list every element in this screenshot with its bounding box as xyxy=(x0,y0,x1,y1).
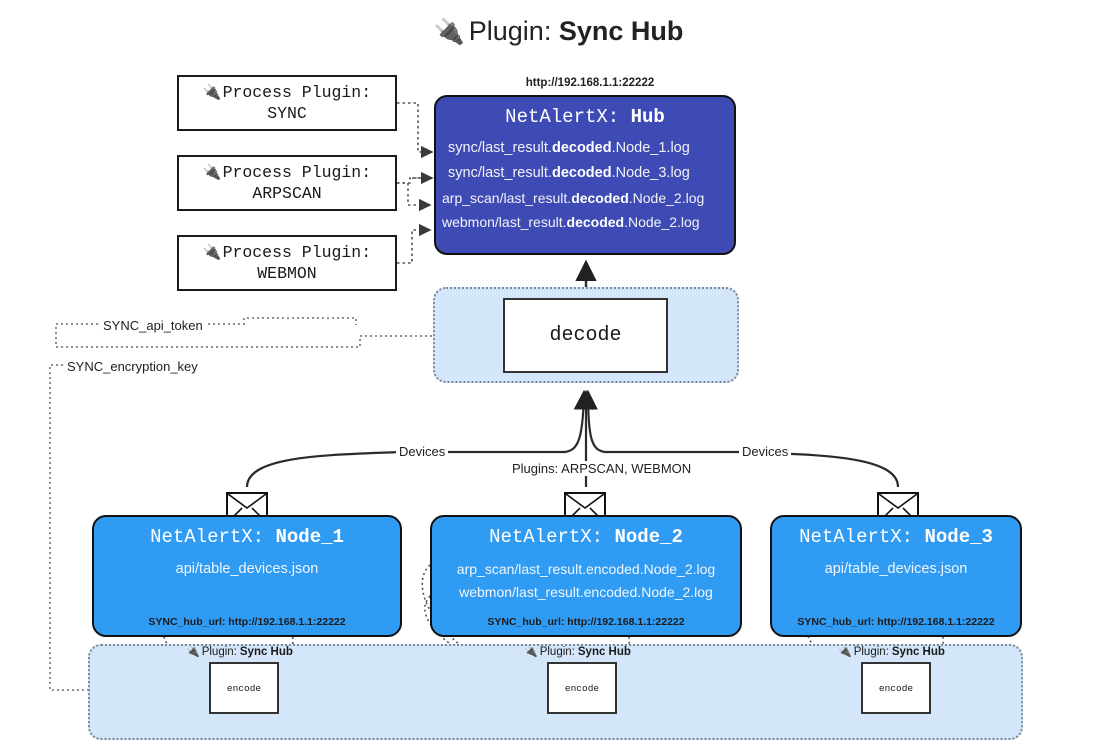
node-title: NetAlertX: Node_2 xyxy=(432,526,740,548)
plug-icon: 🔌 xyxy=(186,645,200,658)
sync-api-token-label: SYNC_api_token xyxy=(100,318,206,333)
plug-icon: 🔌 xyxy=(202,162,222,181)
node-data-line: api/table_devices.json xyxy=(824,561,968,577)
plug-icon: 🔌 xyxy=(524,645,538,658)
process-plugin-name: ARPSCAN xyxy=(252,184,322,203)
encode-box[interactable]: encode xyxy=(209,662,279,714)
node-title: NetAlertX: Node_1 xyxy=(94,526,400,548)
node-title-prefix: NetAlertX: xyxy=(489,526,604,548)
hub-log-row: sync/last_result.decoded.Node_3.log xyxy=(436,161,734,186)
hub-log-pre: arp_scan/last_result. xyxy=(442,189,572,206)
title-name: Sync Hub xyxy=(558,16,684,46)
sync-hub-plugin-label: 🔌Plugin:Sync Hub xyxy=(186,645,293,658)
hub-title-prefix: NetAlertX: xyxy=(505,106,620,128)
process-plugin-label: Process Plugin: xyxy=(222,242,372,262)
hub-title: NetAlertX: Hub xyxy=(436,106,734,128)
node-title: NetAlertX: Node_3 xyxy=(772,526,1020,548)
hub-log-pre: webmon/last_result. xyxy=(442,213,567,230)
edge-label-plugins: Plugins: ARPSCAN, WEBMON xyxy=(509,461,695,476)
node-title-prefix: NetAlertX: xyxy=(799,526,914,548)
hub-log-row: sync/last_result.decoded.Node_1.log xyxy=(436,136,734,161)
hub-log-strong: decoded xyxy=(571,189,629,206)
node-lines: api/table_devices.json xyxy=(772,558,1020,582)
hub-log-post: .Node_1.log xyxy=(611,140,690,156)
plugin-prefix: Plugin: xyxy=(853,645,889,658)
node-box-node-2[interactable]: NetAlertX: Node_2 arp_scan/last_result.e… xyxy=(430,515,742,637)
process-plugin-box-arpscan[interactable]: 🔌Process Plugin: ARPSCAN xyxy=(177,155,397,211)
hub-log-row: webmon/last_result.decoded.Node_2.log xyxy=(436,210,734,234)
decode-box[interactable]: decode xyxy=(503,298,668,373)
process-plugin-label: Process Plugin: xyxy=(222,82,372,102)
plugin-prefix: Plugin: xyxy=(539,645,575,658)
edge-label-devices-right: Devices xyxy=(739,444,792,459)
node-data-line: api/table_devices.json xyxy=(175,561,319,577)
hub-log-post: .Node_2.log xyxy=(624,213,700,230)
node-title-name: Node_2 xyxy=(614,526,683,548)
hub-log-row: arp_scan/last_result.decoded.Node_2.log xyxy=(436,186,734,210)
process-plugin-label: Process Plugin: xyxy=(222,162,372,182)
plugin-name: Sync Hub xyxy=(891,645,945,658)
plug-icon: 🔌 xyxy=(202,82,222,101)
encode-box[interactable]: encode xyxy=(861,662,931,714)
encode-box[interactable]: encode xyxy=(547,662,617,714)
node-data-line: arp_scan/last_result.encoded.Node_2.log xyxy=(456,561,716,577)
node-hub-url: SYNC_hub_url: http://192.168.1.1:22222 xyxy=(148,616,346,628)
process-plugin-box-webmon[interactable]: 🔌Process Plugin: WEBMON xyxy=(177,235,397,291)
plug-icon: 🔌 xyxy=(202,242,222,261)
page-title: 🔌Plugin: Sync Hub xyxy=(0,16,1117,47)
hub-node[interactable]: NetAlertX: Hub sync/last_result.decoded.… xyxy=(434,95,736,255)
node-data-line: webmon/last_result.encoded.Node_2.log xyxy=(459,584,713,601)
hub-log-strong: decoded xyxy=(566,213,625,230)
node-title-prefix: NetAlertX: xyxy=(150,526,265,548)
hub-log-strong: decoded xyxy=(551,140,612,156)
process-plugin-box-sync[interactable]: 🔌Process Plugin: SYNC xyxy=(177,75,397,131)
sync-hub-plugin-label: 🔌Plugin:Sync Hub xyxy=(838,645,945,658)
edge-label-devices-left: Devices xyxy=(396,444,449,459)
node-hub-url: SYNC_hub_url: http://192.168.1.1:22222 xyxy=(487,616,685,628)
node-hub-url: SYNC_hub_url: http://192.168.1.1:22222 xyxy=(797,616,995,628)
plugin-name: Sync Hub xyxy=(239,645,293,658)
node-title-name: Node_1 xyxy=(275,526,344,548)
plugin-prefix: Plugin: xyxy=(201,645,237,658)
hub-title-name: Hub xyxy=(630,106,665,128)
plug-icon: 🔌 xyxy=(433,18,465,46)
node-lines: arp_scan/last_result.encoded.Node_2.log … xyxy=(432,558,740,604)
sync-hub-plugin-label: 🔌Plugin:Sync Hub xyxy=(524,645,631,658)
hub-log-post: .Node_2.log xyxy=(628,189,705,206)
node-lines: api/table_devices.json xyxy=(94,558,400,582)
plug-icon: 🔌 xyxy=(838,645,852,658)
process-plugin-name: SYNC xyxy=(267,104,307,123)
process-plugin-name: WEBMON xyxy=(257,264,317,283)
hub-log-strong: decoded xyxy=(551,164,612,181)
plugin-name: Sync Hub xyxy=(577,645,631,658)
hub-log-pre: sync/last_result. xyxy=(448,164,552,181)
node-box-node-3[interactable]: NetAlertX: Node_3 api/table_devices.json… xyxy=(770,515,1022,637)
hub-url-label: http://192.168.1.1:22222 xyxy=(525,77,655,89)
hub-log-pre: sync/last_result. xyxy=(448,140,552,156)
node-title-name: Node_3 xyxy=(924,526,993,548)
sync-encryption-key-label: SYNC_encryption_key xyxy=(64,359,201,374)
node-box-node-1[interactable]: NetAlertX: Node_1 api/table_devices.json… xyxy=(92,515,402,637)
title-prefix: Plugin: xyxy=(468,16,552,46)
hub-log-post: .Node_3.log xyxy=(611,164,690,181)
